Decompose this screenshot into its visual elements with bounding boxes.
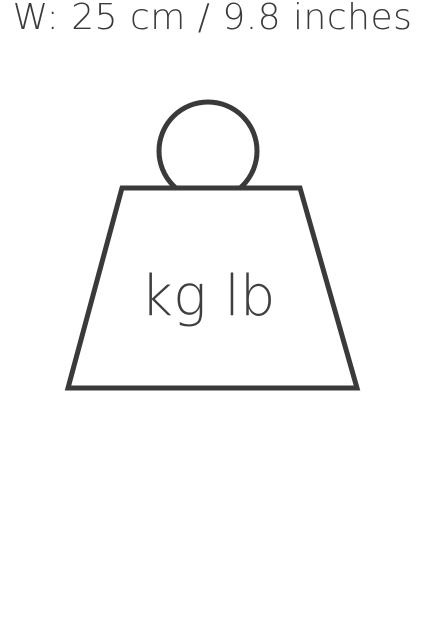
weight-unit-label: kg lb	[141, 264, 276, 329]
width-dimension-text: W: 25 cm / 9.8 inches	[12, 0, 413, 38]
weight-body	[64, 185, 361, 391]
weight-handle-ring	[156, 99, 260, 203]
